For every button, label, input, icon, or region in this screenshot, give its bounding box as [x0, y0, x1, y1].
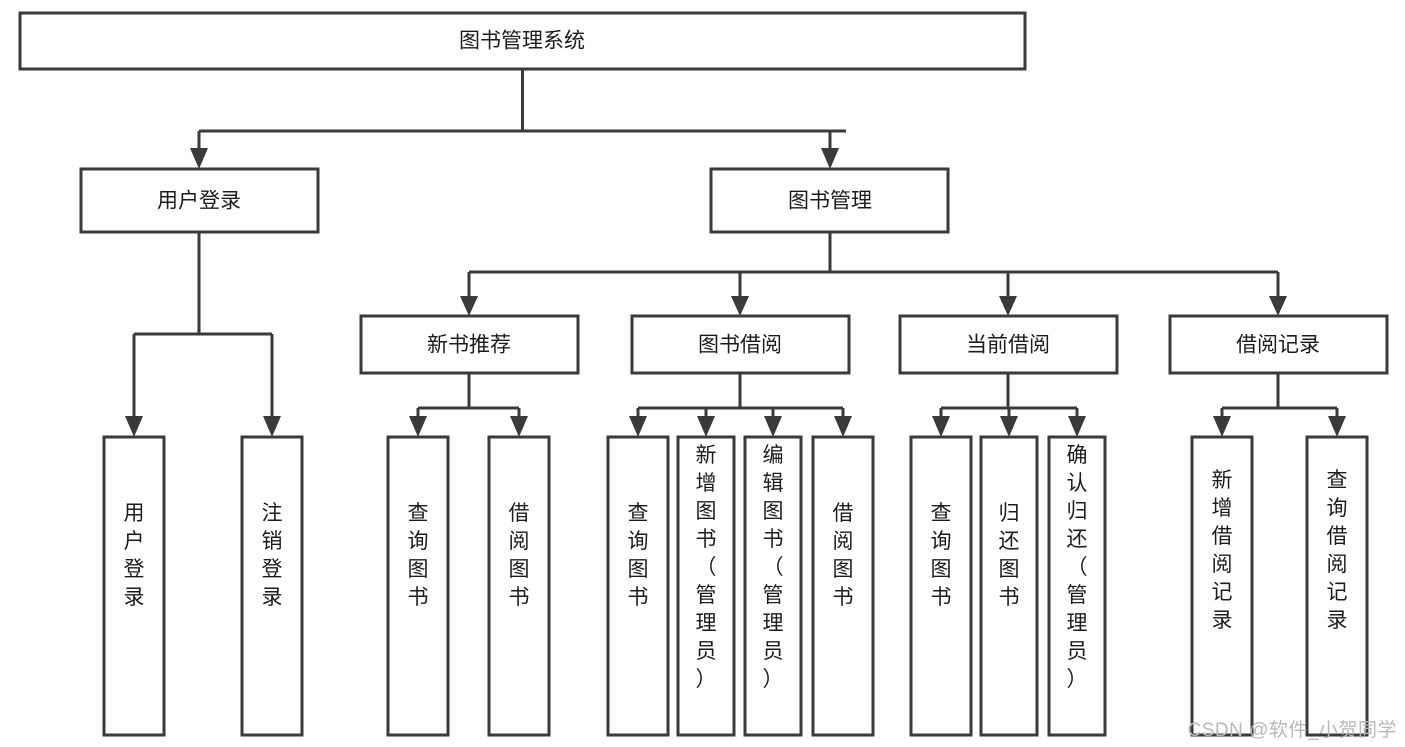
- node-leaf-add-book-box[interactable]: [676, 435, 736, 737]
- node-borrow-record-box[interactable]: [1168, 314, 1389, 375]
- node-book-borrow-box[interactable]: [630, 314, 851, 375]
- arrow-head-leaf-query-book-1: [409, 416, 427, 437]
- node-book-borrow[interactable]: 图书借阅: [630, 314, 851, 375]
- node-leaf-query-record-box[interactable]: [1305, 435, 1369, 737]
- node-leaf-borrow-book-1[interactable]: 借阅图书: [487, 435, 551, 737]
- node-borrow-record-label: 借阅记录: [1236, 334, 1320, 357]
- node-leaf-query-book-3-box[interactable]: [909, 435, 973, 737]
- node-leaf-add-book[interactable]: 新增图书（管理员）: [676, 435, 736, 737]
- node-user-login-label: 用户登录: [157, 190, 241, 213]
- arrow-head-leaf-borrow-book-2: [834, 416, 852, 437]
- node-new-book-recommend-label: 新书推荐: [427, 334, 511, 357]
- node-leaf-confirm-return-box[interactable]: [1047, 435, 1107, 737]
- node-new-book-recommend-box[interactable]: [359, 314, 580, 375]
- node-leaf-add-record-box[interactable]: [1190, 435, 1254, 737]
- arrow-head-borrow-record: [1269, 296, 1287, 316]
- node-book-management-label: 图书管理: [788, 190, 872, 213]
- node-leaf-borrow-book-2-box[interactable]: [811, 435, 875, 737]
- node-leaf-return-book-label: 归还图书: [999, 502, 1020, 609]
- node-current-borrow-label: 当前借阅: [966, 334, 1050, 357]
- node-leaf-return-book-box[interactable]: [979, 435, 1039, 737]
- arrow-head-book-management: [821, 148, 839, 169]
- arrow-head-leaf-return-book: [1000, 416, 1018, 437]
- node-book-management[interactable]: 图书管理: [709, 167, 950, 234]
- arrow-head-leaf-query-book-2: [629, 416, 647, 437]
- arrow-head-user-login: [190, 148, 208, 169]
- arrow-head-leaf-add-book: [697, 416, 715, 437]
- arrow-head-leaf-query-record: [1328, 416, 1346, 437]
- node-leaf-user-login-label: 用户登录: [124, 502, 145, 609]
- node-leaf-borrow-book-2-label: 借阅图书: [833, 502, 854, 609]
- node-leaf-edit-book-label: 编辑图书（管理员）: [763, 444, 784, 691]
- arrow-head-leaf-add-record: [1213, 416, 1231, 437]
- arrow-head-leaf-confirm-return: [1068, 416, 1086, 437]
- node-leaf-query-book-1-label: 查询图书: [408, 502, 429, 609]
- arrow-head-leaf-logout-login: [263, 416, 281, 437]
- node-book-management-box[interactable]: [709, 167, 950, 234]
- csdn-watermark: CSDN @软件_小贺同学: [1187, 720, 1397, 741]
- arrow-head-book-borrow: [731, 296, 749, 316]
- node-current-borrow-box[interactable]: [898, 314, 1119, 375]
- node-leaf-add-record[interactable]: 新增借阅记录: [1190, 435, 1254, 737]
- node-leaf-query-book-1-box[interactable]: [386, 435, 450, 737]
- node-leaf-confirm-return[interactable]: 确认归还（管理员）: [1047, 435, 1107, 737]
- node-root-label: 图书管理系统: [459, 30, 585, 53]
- node-leaf-return-book[interactable]: 归还图书: [979, 435, 1039, 737]
- node-leaf-logout-login[interactable]: 注销登录: [240, 435, 304, 737]
- node-leaf-query-book-3-label: 查询图书: [931, 502, 952, 609]
- node-new-book-recommend[interactable]: 新书推荐: [359, 314, 580, 375]
- arrow-head-leaf-user-login: [125, 416, 143, 437]
- node-leaf-query-record[interactable]: 查询借阅记录: [1305, 435, 1369, 737]
- node-current-borrow[interactable]: 当前借阅: [898, 314, 1119, 375]
- node-leaf-query-book-2[interactable]: 查询图书: [606, 435, 670, 737]
- node-leaf-logout-login-box[interactable]: [240, 435, 304, 737]
- node-user-login[interactable]: 用户登录: [79, 167, 320, 234]
- arrow-head-current-borrow: [999, 296, 1017, 316]
- node-leaf-query-book-2-label: 查询图书: [628, 502, 649, 609]
- node-leaf-add-record-label: 新增借阅记录: [1212, 469, 1233, 632]
- node-leaf-user-login-box[interactable]: [102, 435, 166, 737]
- node-leaf-query-book-3[interactable]: 查询图书: [909, 435, 973, 737]
- node-leaf-edit-book[interactable]: 编辑图书（管理员）: [743, 435, 803, 737]
- node-leaf-query-book-2-box[interactable]: [606, 435, 670, 737]
- node-user-login-box[interactable]: [79, 167, 320, 234]
- node-leaf-borrow-book-1-box[interactable]: [487, 435, 551, 737]
- node-leaf-user-login[interactable]: 用户登录: [102, 435, 166, 737]
- node-borrow-record[interactable]: 借阅记录: [1168, 314, 1389, 375]
- node-leaf-query-book-1[interactable]: 查询图书: [386, 435, 450, 737]
- arrow-head-leaf-edit-book: [764, 416, 782, 437]
- arrow-head-leaf-query-book-3: [932, 416, 950, 437]
- node-leaf-query-record-label: 查询借阅记录: [1327, 469, 1348, 632]
- node-leaf-logout-login-label: 注销登录: [262, 502, 283, 609]
- node-leaf-borrow-book-2[interactable]: 借阅图书: [811, 435, 875, 737]
- node-leaf-confirm-return-label: 确认归还（管理员）: [1067, 444, 1088, 691]
- node-root[interactable]: 图书管理系统: [18, 11, 1027, 71]
- node-leaf-borrow-book-1-label: 借阅图书: [509, 502, 530, 609]
- arrow-head-new-book-recommend: [460, 296, 478, 316]
- node-book-borrow-label: 图书借阅: [698, 334, 782, 357]
- node-root-box[interactable]: [18, 11, 1027, 71]
- node-leaf-edit-book-box[interactable]: [743, 435, 803, 737]
- connector-layer: [125, 69, 1346, 437]
- node-leaf-add-book-label: 新增图书（管理员）: [696, 444, 717, 691]
- arrow-head-leaf-borrow-book-1: [510, 416, 528, 437]
